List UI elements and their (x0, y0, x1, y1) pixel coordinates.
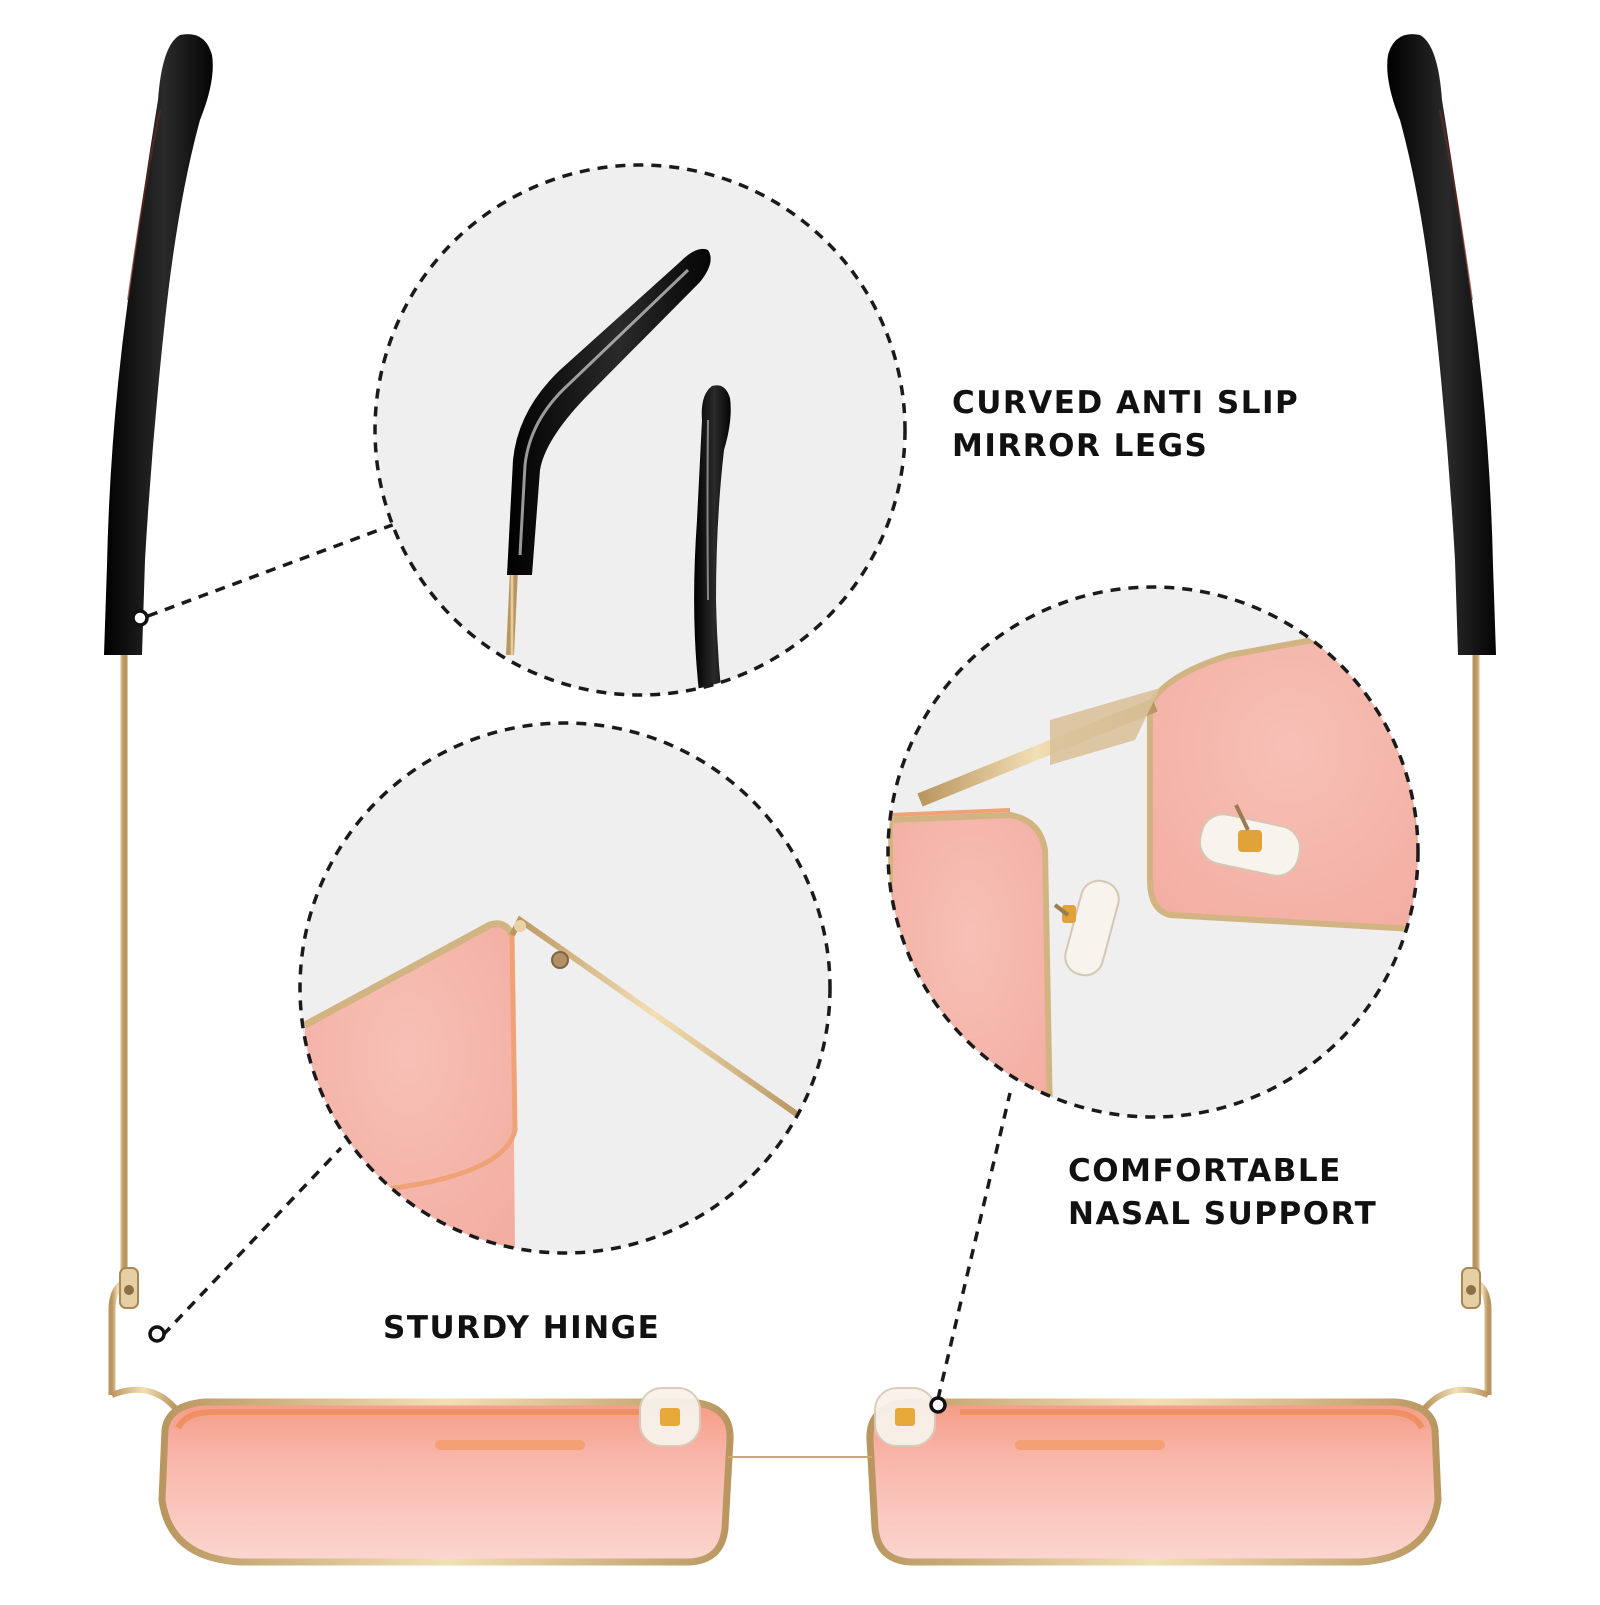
callout-nasal-line1: COMFORTABLE (1068, 1153, 1342, 1189)
connector-nasal (936, 1092, 1012, 1400)
right-nose-pad (874, 1387, 936, 1447)
right-lens (866, 1398, 1442, 1566)
left-hinge-detail (119, 1267, 139, 1309)
anchor-dot-legs (131, 609, 149, 627)
anchor-dot-nasal (929, 1396, 947, 1414)
callout-legs-line1: CURVED ANTI SLIP (952, 385, 1300, 421)
right-hinge-detail (1461, 1267, 1481, 1309)
connector-hinge (161, 1146, 343, 1337)
connector-legs (147, 522, 396, 618)
zoom-circle-nasal (886, 585, 1420, 1119)
callout-curved-anti-slip-legs: CURVED ANTI SLIP MIRROR LEGS (952, 382, 1299, 468)
callout-hinge-line1: STURDY HINGE (383, 1310, 661, 1346)
callout-nasal-line2: NASAL SUPPORT (1068, 1196, 1378, 1232)
callout-nasal-support: COMFORTABLE NASAL SUPPORT (1068, 1150, 1377, 1236)
right-temple (1387, 34, 1496, 1395)
zoom-circle-legs (373, 163, 907, 697)
callout-legs-line2: MIRROR LEGS (952, 428, 1209, 464)
left-temple (104, 34, 213, 1395)
zoom-circle-hinge (298, 721, 832, 1255)
left-nose-pad (639, 1387, 701, 1447)
left-lens (158, 1398, 734, 1566)
callout-sturdy-hinge: STURDY HINGE (383, 1307, 660, 1350)
anchor-dot-hinge (148, 1325, 166, 1343)
